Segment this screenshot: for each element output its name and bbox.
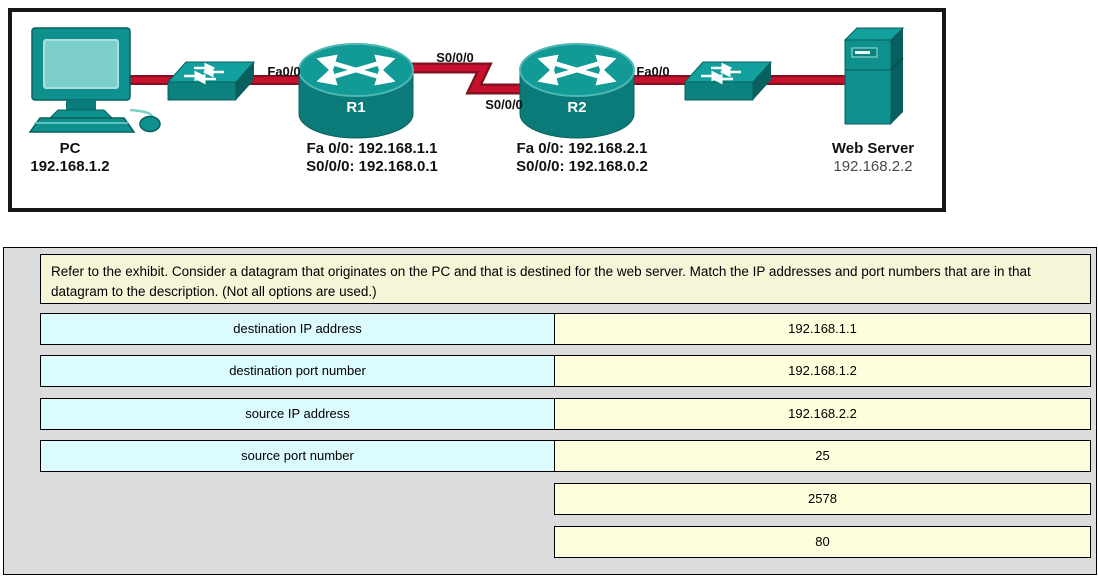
r2-fa-port-label: Fa0/0 <box>636 64 669 79</box>
description-destination-port: destination port number <box>40 355 555 387</box>
exhibit-panel: R1 R2 <box>8 8 946 212</box>
question-text: Refer to the exhibit. Consider a datagra… <box>40 254 1091 304</box>
option-box[interactable]: 2578 <box>554 483 1091 515</box>
router-icon-r1: R1 <box>298 43 414 139</box>
r1-fa-address: Fa 0/0: 192.168.1.1 <box>307 140 438 157</box>
pc-label: PC <box>60 140 81 157</box>
option-box[interactable]: 80 <box>554 526 1091 558</box>
option-box[interactable]: 192.168.1.2 <box>554 355 1091 387</box>
serial-cable-r1-r2 <box>407 62 524 95</box>
web-server-label: Web Server <box>832 140 914 157</box>
network-diagram: R1 R2 <box>28 27 914 175</box>
description-source-port: source port number <box>40 440 555 472</box>
r1-fa-port-label: Fa0/0 <box>267 64 300 79</box>
description-destination-ip: destination IP address <box>40 313 555 345</box>
pc-icon <box>28 27 161 133</box>
option-box[interactable]: 25 <box>554 440 1091 472</box>
description-source-ip: source IP address <box>40 398 555 430</box>
option-box[interactable]: 192.168.2.2 <box>554 398 1091 430</box>
router-r2-name: R2 <box>567 99 586 116</box>
r2-serial-port-label: S0/0/0 <box>485 97 523 112</box>
web-server-icon <box>843 27 905 125</box>
r1-serial-port-label: S0/0/0 <box>436 50 474 65</box>
switch-icon-right <box>683 61 773 101</box>
router-icon-r2: R2 <box>519 43 635 139</box>
r2-fa-address: Fa 0/0: 192.168.2.1 <box>517 140 648 157</box>
router-r1-name: R1 <box>346 99 365 116</box>
question-panel: Refer to the exhibit. Consider a datagra… <box>3 247 1097 575</box>
pc-ip: 192.168.1.2 <box>30 158 109 175</box>
web-server-ip: 192.168.2.2 <box>833 158 912 175</box>
r1-serial-address: S0/0/0: 192.168.0.1 <box>306 158 438 175</box>
option-box[interactable]: 192.168.1.1 <box>554 313 1091 345</box>
switch-icon-left <box>166 61 256 101</box>
r2-serial-address: S0/0/0: 192.168.0.2 <box>516 158 648 175</box>
